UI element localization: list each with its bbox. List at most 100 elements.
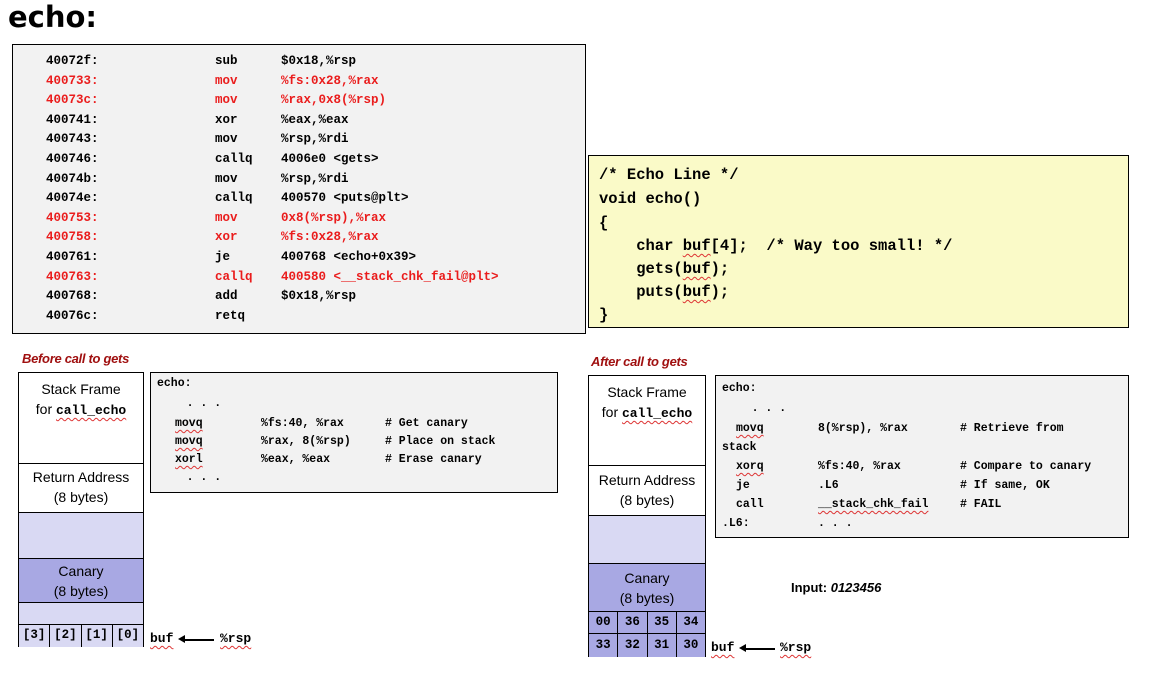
asm-address: 40074b: (46, 171, 99, 186)
asm-address: 400743: (46, 132, 99, 147)
after-byte-bot-3: 30 (683, 638, 699, 652)
before-asm-comment-3: # Erase canary (385, 453, 482, 466)
after-byte-top-3: 34 (683, 615, 699, 629)
after-canary-label-1: Canary (624, 570, 670, 586)
asm-opcode: mov (215, 93, 238, 108)
asm-address: 40074e: (46, 191, 99, 206)
after-caption: After call to gets (591, 354, 688, 369)
after-byte-bot-0: 33 (589, 634, 619, 657)
after-asm-arg-3: .L6 (818, 479, 839, 492)
asm-opcode: mov (215, 73, 238, 88)
asm-operands: $0x18,%rsp (281, 54, 357, 68)
after-byte-bot-2: 31 (648, 634, 677, 657)
after-buf-label: buf (711, 640, 735, 655)
before-padding-cell (19, 513, 143, 559)
before-frame-label-1: Stack Frame (41, 381, 121, 397)
asm-opcode: callq (215, 269, 253, 284)
before-asm-arg-1: %fs:40, %rax (261, 417, 344, 430)
asm-operands: $0x18,%rsp (281, 289, 357, 304)
after-asm-comment-1-wrap: stack (722, 441, 757, 454)
after-rsp-arrow (739, 645, 775, 651)
before-ret-label-1: Return Address (32, 469, 130, 485)
asm-address: 400746: (46, 152, 99, 166)
after-asm-label-l6: .L6: (722, 517, 750, 530)
before-frame-label-2: for call_echo (35, 401, 127, 418)
c-source-box: /* Echo Line */ void echo() { char buf[4… (588, 155, 1129, 328)
asm-opcode: mov (215, 171, 238, 186)
before-rsp-arrow (178, 636, 214, 642)
before-asm-arg-3: %eax, %eax (261, 453, 331, 466)
after-stack-diagram: Stack Frame for call_echo Return Address… (588, 375, 706, 657)
asm-address: 400758: (46, 230, 99, 245)
after-ret-label-1: Return Address (598, 472, 696, 488)
asm-address: 40073c: (46, 93, 99, 108)
asm-address: 400761: (46, 250, 99, 264)
before-buf-label: buf (150, 631, 174, 646)
before-asm-op-2: movq (175, 435, 203, 448)
asm-opcode: xor (215, 112, 238, 127)
before-asm-box: echo: . . . movq %fs:40, %rax # Get cana… (150, 372, 558, 493)
asm-opcode: add (215, 289, 238, 304)
after-asm-box: echo: . . . movq 8(%rsp), %rax # Retriev… (715, 375, 1129, 538)
asm-operands: 400570 <puts@plt> (281, 191, 409, 206)
after-byte-top-2: 35 (648, 612, 677, 633)
before-byte-1: [1] (82, 625, 113, 647)
after-byte-bot-1: 32 (618, 634, 648, 657)
before-return-address-cell: Return Address (8 bytes) (19, 464, 143, 513)
asm-opcode: retq (215, 308, 246, 323)
before-canary-label-1: Canary (58, 563, 104, 579)
after-padding-cell (589, 516, 705, 564)
asm-operands: %rsp,%rdi (281, 171, 349, 186)
code-line-signature: void echo() (599, 190, 702, 208)
asm-address: 40076c: (46, 308, 99, 323)
after-buf-bytes: 33 32 31 30 (589, 634, 705, 657)
after-rsp-label: %rsp (780, 640, 812, 655)
after-asm-arg-4: __stack_chk_fail (818, 498, 929, 511)
asm-address: 400763: (46, 269, 99, 284)
asm-address: 400768: (46, 289, 99, 304)
before-byte-3: [3] (19, 625, 51, 647)
input-annotation: Input: 0123456 (791, 580, 882, 595)
asm-operands: %eax,%eax (281, 112, 349, 127)
before-asm-comment-2: # Place on stack (385, 435, 496, 448)
before-rsp-label: %rsp (220, 631, 252, 646)
before-asm-arg-2: %rax, 8(%rsp) (261, 435, 351, 448)
asm-operands: %fs:0x28,%rax (281, 73, 379, 88)
after-stack-frame-cell: Stack Frame for call_echo (589, 376, 705, 466)
after-canary-cell: Canary (8 bytes) (589, 564, 705, 612)
after-canary-bytes: 00 36 35 34 (589, 612, 705, 634)
before-gap-cell (19, 603, 143, 625)
after-canary-label-2: (8 bytes) (619, 590, 675, 606)
before-asm-op-1: movq (175, 417, 203, 430)
before-asm-comment-1: # Get canary (385, 417, 468, 430)
asm-address: 400741: (46, 112, 99, 127)
before-stack-frame-cell: Stack Frame for call_echo (19, 373, 143, 464)
before-asm-ellipsis-1: . . . (159, 397, 222, 410)
before-stack-diagram: Stack Frame for call_echo Return Address… (18, 372, 144, 647)
asm-operands: %fs:0x28,%rax (281, 230, 379, 245)
asm-address: 400733: (46, 73, 99, 88)
after-asm-comment-2: # Compare to canary (960, 460, 1092, 473)
before-asm-label: echo: (157, 377, 192, 390)
after-byte-top-0: 00 (589, 612, 619, 633)
after-asm-ellipsis-1: . . . (724, 402, 787, 415)
asm-operands: 400580 <__stack_chk_fail@plt> (281, 269, 499, 284)
after-asm-op-2: xorq (736, 460, 764, 473)
after-return-address-cell: Return Address (8 bytes) (589, 466, 705, 516)
code-line-puts: puts(buf); (599, 283, 730, 301)
code-line-close-brace: } (599, 306, 609, 324)
asm-operands: 4006e0 <gets> (281, 152, 379, 166)
after-ret-label-2: (8 bytes) (619, 492, 675, 508)
before-asm-op-3: xorl (175, 453, 203, 466)
asm-operands: %rsp,%rdi (281, 132, 349, 147)
asm-operands: 0x8(%rsp),%rax (281, 210, 387, 225)
after-asm-ellipsis-2: . . . (818, 517, 853, 530)
before-buf-bytes: [3] [2] [1] [0] (19, 625, 143, 647)
page-title: echo: (8, 0, 98, 34)
asm-opcode: je (215, 250, 231, 264)
after-asm-comment-4: # FAIL (960, 498, 1002, 511)
before-canary-label-2: (8 bytes) (53, 583, 109, 599)
after-asm-label: echo: (722, 382, 757, 395)
asm-opcode: xor (215, 230, 238, 245)
